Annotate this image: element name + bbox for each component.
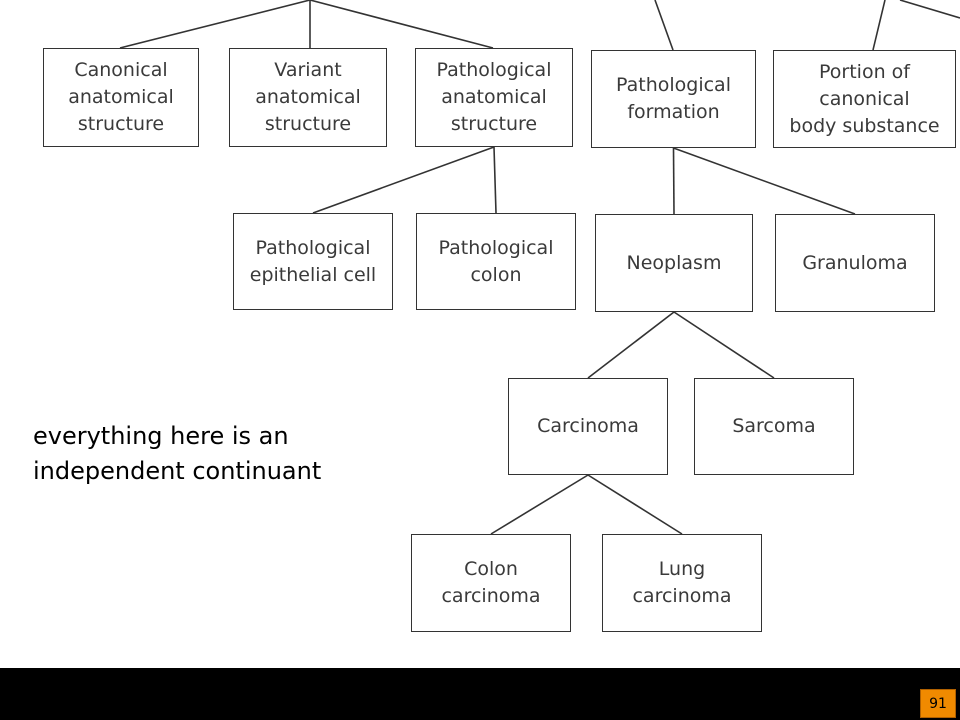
page-number-badge: 91 (920, 689, 956, 718)
connector-line (673, 147, 856, 215)
connector-line (490, 474, 589, 535)
node-granuloma: Granuloma (775, 214, 935, 312)
node-pathological-anatomical-structure: Pathological anatomical structure (415, 48, 573, 147)
footer-bar (0, 668, 960, 720)
connector-line-offscreen (119, 0, 311, 49)
node-canonical-anatomical-structure: Canonical anatomical structure (43, 48, 199, 147)
node-sarcoma: Sarcoma (694, 378, 854, 475)
connector-line-offscreen (654, 0, 674, 51)
connector-line-offscreen (899, 0, 960, 19)
node-carcinoma: Carcinoma (508, 378, 668, 475)
connector-line (673, 311, 775, 379)
node-neoplasm: Neoplasm (595, 214, 753, 312)
node-lung-carcinoma: Lung carcinoma (602, 534, 762, 632)
connector-line (587, 311, 675, 379)
connector-line-offscreen (309, 0, 494, 49)
node-pathological-colon: Pathological colon (416, 213, 576, 310)
connector-line (493, 146, 497, 214)
slide-note: everything here is an independent contin… (33, 422, 322, 485)
node-pathological-formation: Pathological formation (591, 50, 756, 148)
connector-line (587, 474, 683, 535)
connector-line-offscreen (872, 0, 886, 51)
connector-line (672, 147, 675, 215)
node-pathological-epithelial-cell: Pathological epithelial cell (233, 213, 393, 310)
connector-line (312, 146, 495, 214)
node-colon-carcinoma: Colon carcinoma (411, 534, 571, 632)
node-variant-anatomical-structure: Variant anatomical structure (229, 48, 387, 147)
node-portion-of-canonical-body-substance: Portion of canonical body substance (773, 50, 956, 148)
